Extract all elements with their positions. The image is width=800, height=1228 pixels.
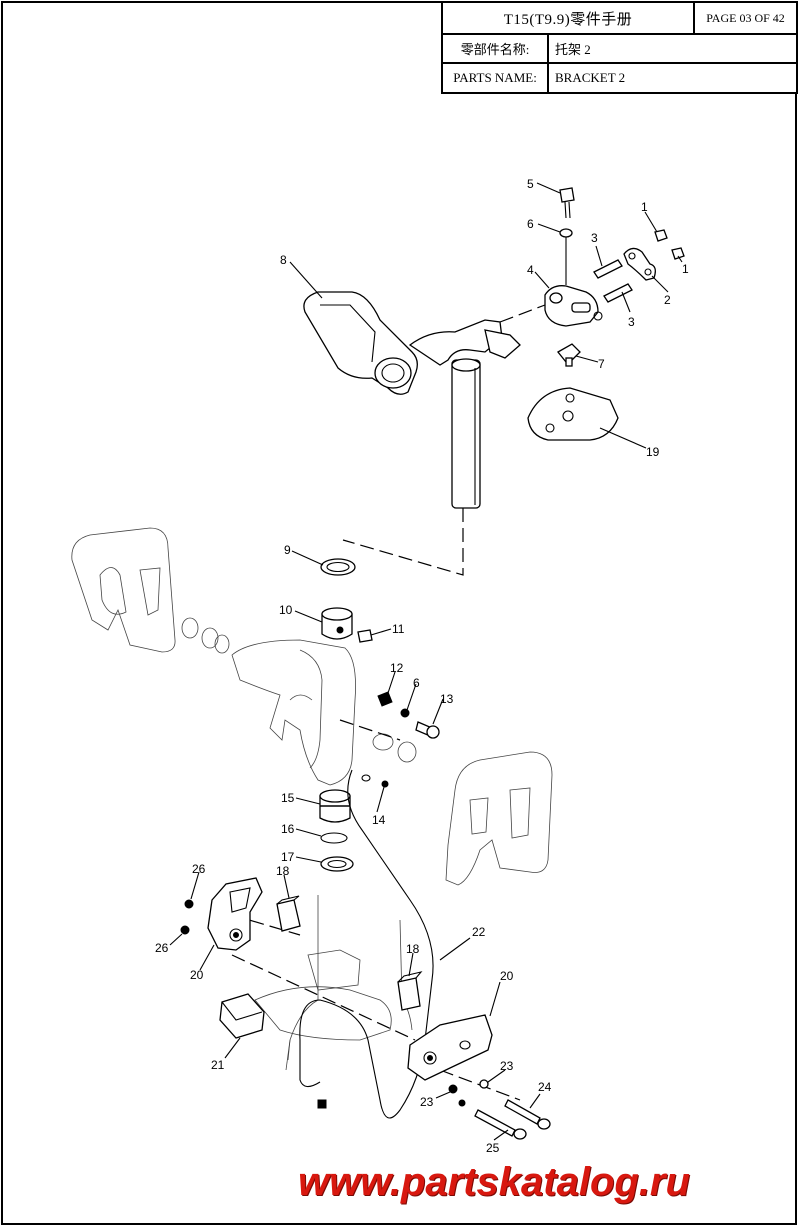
title-block: T15(T9.9)零件手册 PAGE 03 OF 42 零部件名称: 托架 2 …	[441, 1, 798, 94]
part-16-o-ring	[320, 832, 348, 844]
part-2-plate	[623, 247, 656, 281]
hose-clamp-screw	[317, 1099, 327, 1109]
callout-19: 19	[646, 445, 660, 459]
callout-24: 24	[538, 1080, 552, 1094]
callout-18-lower: 18	[406, 942, 420, 956]
callout-7: 7	[598, 357, 605, 371]
ghost-clamp-bracket-left	[71, 527, 230, 654]
manual-title: T15(T9.9)零件手册	[443, 3, 695, 35]
part-23-washer-left	[448, 1084, 458, 1094]
callout-15: 15	[281, 791, 295, 805]
part-23-washer-right	[479, 1079, 489, 1089]
callout-14: 14	[372, 813, 386, 827]
callout-21: 21	[211, 1058, 225, 1072]
callout-1-lower: 1	[682, 262, 689, 276]
part-20-bracket-right	[407, 1014, 493, 1081]
part-19-plate	[527, 387, 619, 441]
part-9-washer	[320, 558, 356, 576]
part-25-bolt	[474, 1109, 527, 1140]
part-5-bolt	[559, 187, 575, 219]
callout-25: 25	[486, 1141, 500, 1155]
ghost-swivel-housing	[231, 639, 417, 786]
part-26-nut-upper	[184, 899, 194, 909]
callout-26-lower: 26	[155, 941, 169, 955]
callout-6-lower: 6	[413, 676, 420, 690]
callout-17: 17	[281, 850, 295, 864]
part-10-bushing	[321, 607, 353, 640]
callout-18-upper: 18	[276, 864, 290, 878]
callout-12: 12	[390, 661, 404, 675]
callout-4: 4	[527, 263, 534, 277]
callout-1-upper: 1	[641, 200, 648, 214]
part-18-pad-lower	[397, 971, 423, 1011]
en-part-name-label: PARTS NAME:	[443, 64, 549, 92]
callout-16: 16	[281, 822, 295, 836]
ghost-clamp-bracket-right	[445, 751, 553, 886]
part-4-tilt-lock	[544, 285, 603, 327]
callout-3-upper: 3	[591, 231, 598, 245]
callout-2: 2	[664, 293, 671, 307]
part-26-nut-lower	[180, 925, 190, 935]
part-22-hose	[299, 769, 434, 1119]
part-13-screw	[415, 721, 440, 739]
callout-3-lower: 3	[628, 315, 635, 329]
callout-22: 22	[472, 925, 486, 939]
ghost-lower-casing	[254, 895, 413, 1071]
cn-part-name-value: 托架 2	[549, 35, 796, 64]
part-6-washer-upper	[559, 228, 573, 238]
part-8-swivel-bracket	[303, 291, 521, 509]
part-24-bolt	[504, 1099, 551, 1130]
part-3-studs	[593, 259, 633, 303]
part-14-grease-nipple	[361, 774, 389, 788]
callout-23-left: 23	[420, 1095, 434, 1109]
callout-23-right: 23	[500, 1059, 514, 1073]
callout-numbers: 5 6 1 1 2 3 3 4 8 7 19 9 10 11 12 6 13 1…	[155, 177, 689, 1155]
part-21-pad	[219, 993, 265, 1039]
part-12-nut	[377, 691, 393, 707]
part-23-washer-lower	[458, 1099, 466, 1107]
callout-26-upper: 26	[192, 862, 206, 876]
part-18-pad-upper	[276, 895, 301, 932]
callout-9: 9	[284, 543, 291, 557]
callout-20-left: 20	[190, 968, 204, 982]
part-20-bracket-left	[207, 877, 263, 951]
part-15-bushing	[319, 789, 351, 823]
callout-20-right: 20	[500, 969, 514, 983]
callout-13: 13	[440, 692, 454, 706]
callout-5: 5	[527, 177, 534, 191]
leader-lines	[169, 182, 683, 1141]
part-1-nuts	[654, 229, 685, 260]
callout-10: 10	[279, 603, 293, 617]
part-11-clip	[357, 629, 373, 643]
callout-6-upper: 6	[527, 217, 534, 231]
part-17-seal	[320, 856, 354, 872]
callout-8: 8	[280, 253, 287, 267]
assembly-path-lines	[211, 304, 546, 1101]
watermark-text: www.partskatalog.ru	[298, 1160, 690, 1204]
cn-part-name-label: 零部件名称:	[443, 35, 549, 64]
en-part-name-value: BRACKET 2	[555, 70, 626, 85]
part-7-lever	[557, 343, 581, 367]
callout-11: 11	[392, 622, 405, 636]
page-indicator: PAGE 03 OF 42	[695, 3, 796, 35]
part-6-washer-lower	[400, 708, 410, 718]
